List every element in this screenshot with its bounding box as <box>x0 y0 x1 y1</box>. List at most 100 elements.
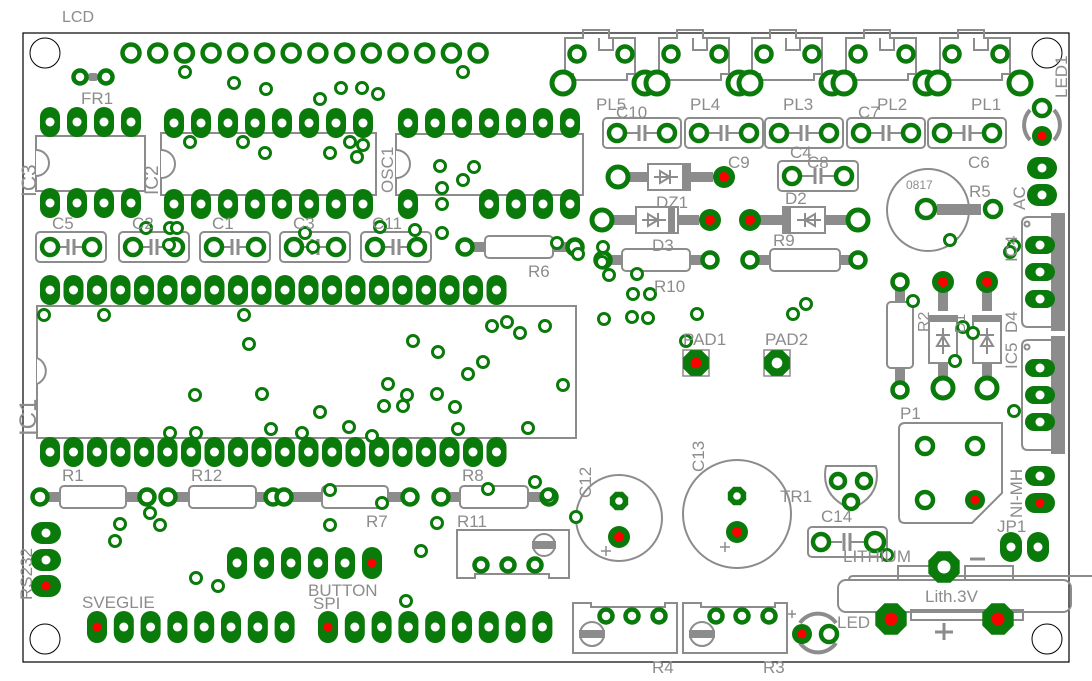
label-pl2: PL2 <box>877 95 907 114</box>
pad-hole <box>304 199 314 209</box>
pad-hole <box>257 285 266 295</box>
pad <box>467 42 489 64</box>
pad-hole <box>259 558 269 568</box>
pad <box>768 122 790 144</box>
pad <box>833 165 855 187</box>
via <box>139 221 153 235</box>
via <box>467 160 481 174</box>
pad-hole <box>163 447 172 457</box>
pad <box>661 44 681 64</box>
via <box>381 377 395 391</box>
label-pl1: PL1 <box>971 95 1001 114</box>
resistor-lead <box>175 492 190 502</box>
via <box>786 307 800 321</box>
diode-band <box>972 315 1002 322</box>
pin1-marker <box>797 629 807 639</box>
pad <box>964 435 986 457</box>
pad <box>981 122 1003 144</box>
via <box>355 81 369 95</box>
label-r1: R1 <box>62 466 84 485</box>
pad <box>818 122 840 144</box>
pad-hole <box>226 622 236 632</box>
pad-hole <box>331 199 341 209</box>
pad <box>81 236 103 258</box>
board-outline <box>22 32 1070 663</box>
pin1-marker <box>1035 498 1045 508</box>
pin1-marker <box>732 527 742 537</box>
pad-hole <box>445 447 454 457</box>
pad-hole <box>99 117 109 127</box>
pad <box>71 68 89 86</box>
capacitor-outline <box>602 117 682 149</box>
label-c4: C4 <box>790 143 812 162</box>
label-r8: R8 <box>462 466 484 485</box>
via <box>435 197 449 211</box>
pad <box>158 487 178 507</box>
pad-hole <box>277 118 287 128</box>
via <box>377 399 391 413</box>
capacitor-outline <box>777 160 859 192</box>
pad <box>307 42 329 64</box>
pin1-marker <box>745 215 755 225</box>
pad-hole <box>277 199 287 209</box>
via <box>641 311 655 325</box>
pad-hole <box>163 285 172 295</box>
via <box>236 135 250 149</box>
label-c6: C6 <box>968 153 990 172</box>
pad <box>146 42 169 64</box>
pad <box>942 44 962 64</box>
connector-latch <box>973 38 989 51</box>
via <box>400 388 414 402</box>
pad-hole <box>511 199 521 209</box>
label-d2: D2 <box>785 189 807 208</box>
via <box>350 150 364 164</box>
pad-hole <box>733 492 741 500</box>
diode-symbol <box>935 328 951 354</box>
pad-hole <box>403 199 413 209</box>
label-ic2: IC2 <box>142 165 163 195</box>
osc1-outline <box>395 133 584 196</box>
pad-hole <box>139 285 149 295</box>
via <box>414 544 428 558</box>
pin1-marker <box>938 277 948 287</box>
pad-hole <box>421 285 431 295</box>
via <box>448 400 462 414</box>
diode-lead <box>760 215 784 225</box>
via <box>313 405 327 419</box>
pad-hole <box>1033 542 1043 552</box>
label-ic3: IC3 <box>18 164 41 197</box>
label-sveglie: SVEGLIE <box>82 593 155 612</box>
label-r11: R11 <box>457 512 487 531</box>
pad-hole <box>250 199 260 209</box>
diode-lead <box>627 172 649 182</box>
pad <box>760 607 778 625</box>
pad <box>589 207 615 233</box>
pad-hole <box>331 118 341 128</box>
label-d3: D3 <box>652 236 674 255</box>
pad-hole <box>232 558 242 568</box>
label-dz1: DZ1 <box>656 193 688 212</box>
via <box>966 326 980 340</box>
label-r5: R5 <box>969 182 991 201</box>
connector-latch <box>879 38 895 51</box>
pin1-marker <box>690 357 702 369</box>
pad-hole <box>72 198 82 208</box>
pad-hole <box>484 118 494 128</box>
via <box>521 421 535 435</box>
via <box>323 483 337 497</box>
mounting-hole <box>1031 37 1063 69</box>
label-c1: C1 <box>212 214 234 233</box>
via <box>799 297 813 311</box>
pad <box>914 435 936 457</box>
diode-symbol <box>797 212 821 228</box>
trimmer-slot <box>689 630 715 638</box>
pad-hole <box>1006 542 1016 552</box>
via <box>456 65 470 79</box>
pad <box>203 236 225 258</box>
pad <box>890 380 910 400</box>
label-pl5: PL5 <box>596 95 626 114</box>
label-c12: C12 <box>576 467 595 498</box>
osc-notch <box>395 149 411 179</box>
pad-hole <box>1037 163 1047 173</box>
via <box>597 312 611 326</box>
